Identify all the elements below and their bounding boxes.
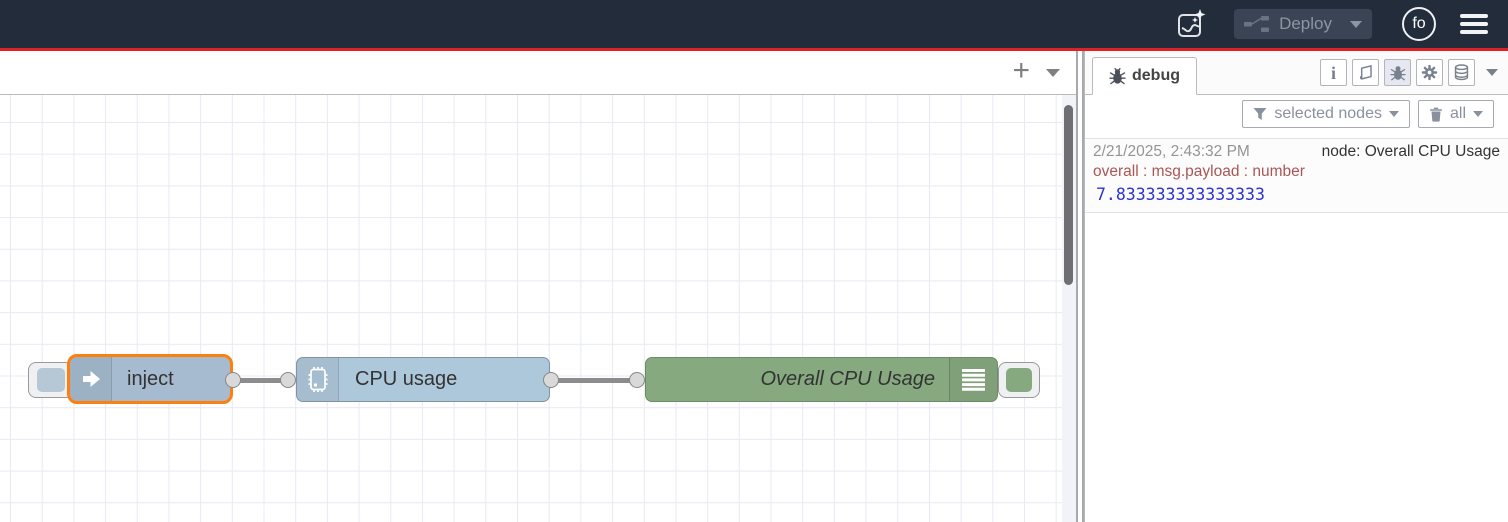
config-nodes-tab-button[interactable] [1416,59,1443,86]
debug-message[interactable]: 2/21/2025, 2:43:32 PM node: Overall CPU … [1085,138,1508,213]
sidebar-header: debug i [1084,51,1508,95]
inject-arrow-icon [79,367,103,391]
debug-message-value[interactable]: 7.833333333333333 [1096,185,1265,204]
user-avatar[interactable]: fo [1402,7,1436,41]
sidebar-splitter[interactable] [1076,51,1084,522]
canvas-row: inject [0,95,1076,522]
cpu-output-port[interactable] [543,372,559,388]
debug-toggle-button-inner [1006,368,1032,392]
sidebar-toolbar: i [1320,59,1498,86]
debug-message-meta: 2/21/2025, 2:43:32 PM node: Overall CPU … [1093,143,1500,161]
context-data-tab-button[interactable] [1448,59,1475,86]
main-menu-button[interactable] [1460,14,1488,34]
wire-cpu-to-debug [551,378,637,383]
debug-node-icon-region [949,358,997,401]
help-tab-button[interactable] [1352,59,1379,86]
debug-list-icon [962,368,985,391]
bug-icon [1389,65,1406,81]
main-area: + [0,51,1508,522]
hamburger-icon [1460,14,1488,18]
cpu-input-port[interactable] [280,372,296,388]
header-accent-line [0,48,1508,51]
sidebar-tab-debug[interactable]: debug [1092,57,1197,95]
wire-inject-to-cpu [233,378,288,383]
inject-output-port[interactable] [225,372,241,388]
cpu-node-label: CPU usage [355,368,458,390]
workspace: + [0,51,1076,522]
header-bar: Deploy fo [0,0,1508,48]
debug-message-list: 2/21/2025, 2:43:32 PM node: Overall CPU … [1084,133,1508,522]
node-cpu-usage[interactable]: CPU usage [296,357,550,402]
canvas-vertical-scrollbar [1062,95,1076,522]
debug-input-port[interactable] [629,372,645,388]
deploy-caret-icon[interactable] [1350,20,1362,28]
database-icon [1453,64,1470,81]
debug-clear-button[interactable]: all [1417,100,1494,128]
info-tab-button[interactable]: i [1320,59,1347,86]
debug-filter-label: selected nodes [1274,105,1382,122]
sidebar: debug i [1084,51,1508,522]
ai-assistant-button[interactable] [1174,8,1208,40]
deploy-icon [1244,15,1270,33]
inject-node-label: inject [127,367,174,390]
info-icon: i [1330,62,1336,83]
debug-tab-button[interactable] [1384,59,1411,86]
gear-icon [1421,64,1438,81]
debug-filter-row: selected nodes all [1084,95,1508,133]
debug-message-property: overall : msg.payload : number [1093,163,1305,180]
cpu-chip-icon [305,365,331,395]
sidebar-options-caret-icon[interactable] [1486,69,1498,76]
node-inject[interactable]: inject [67,354,233,404]
filter-caret-icon [1388,111,1399,117]
node-debug-overall-cpu[interactable]: Overall CPU Usage [645,357,998,402]
debug-toggle-button[interactable] [998,362,1040,398]
inject-node-icon-region [70,357,112,401]
debug-node-label: Overall CPU Usage [760,368,935,390]
sidebar-tab-label: debug [1132,67,1180,84]
add-flow-button[interactable]: + [1012,53,1030,87]
inject-trigger-button-inner [37,368,65,392]
book-icon [1357,64,1374,81]
bug-icon [1109,67,1126,85]
debug-clear-label: all [1449,105,1466,122]
canvas-scrollbar-thumb[interactable] [1064,105,1073,285]
cpu-node-icon-region [297,358,339,401]
trash-icon [1429,107,1443,122]
funnel-icon [1253,107,1267,121]
deploy-label: Deploy [1279,14,1332,33]
deploy-button[interactable]: Deploy [1234,9,1372,39]
flow-list-caret-icon[interactable] [1046,68,1060,77]
debug-message-node: node: Overall CPU Usage [1321,143,1500,160]
debug-filter-button[interactable]: selected nodes [1242,100,1410,128]
clear-caret-icon [1473,111,1483,117]
flow-tabbar: + [0,51,1076,95]
debug-message-timestamp: 2/21/2025, 2:43:32 PM [1093,143,1250,160]
ai-assistant-icon [1175,8,1207,40]
flow-canvas[interactable]: inject [0,95,1062,522]
avatar-initials: fo [1412,15,1426,32]
